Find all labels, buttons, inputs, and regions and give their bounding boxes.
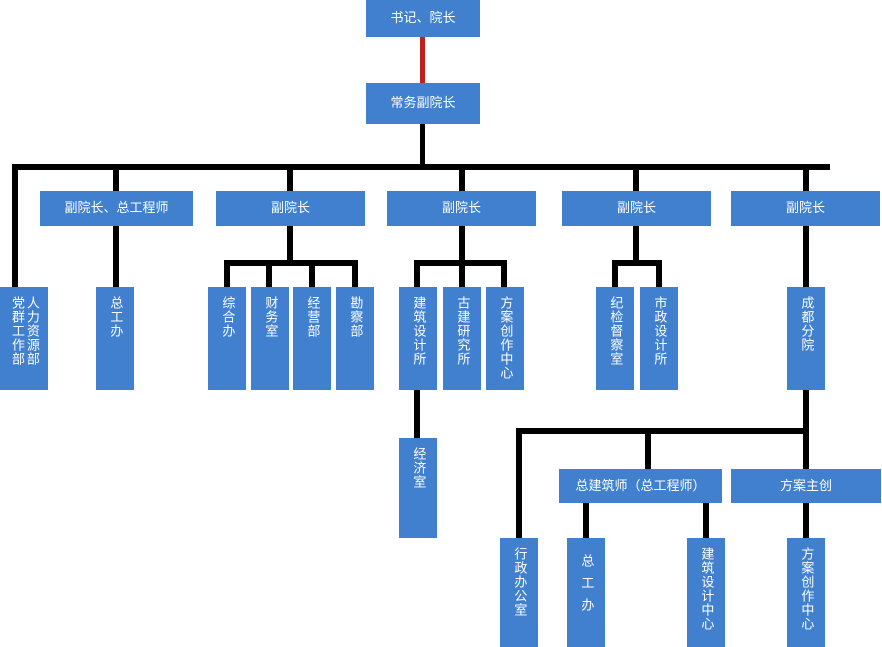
node-arch-design-institute-label: 建筑设计所 bbox=[411, 296, 427, 366]
node-general-office[interactable]: 综合办 bbox=[208, 287, 246, 390]
connector-bus-to-vp-chief-engineer bbox=[113, 164, 119, 191]
connector-vp-chief-engineer-to-chief-eng-office bbox=[113, 226, 119, 287]
connector-chengdu-drop-admin-office bbox=[516, 428, 522, 538]
connector-chengdu-drop-scheme-lead bbox=[803, 428, 809, 469]
node-discipline-inspection-label: 纪检督察室 bbox=[608, 296, 624, 366]
node-hr-party-label: 人力资源部 党群工作部 bbox=[10, 296, 40, 366]
node-finance-office-label: 财务室 bbox=[263, 296, 279, 338]
connector-vp-4-bus bbox=[612, 260, 662, 266]
connector-vp-4-drop-municipal-design-institute bbox=[656, 260, 662, 287]
connector-root-to-executive-vp bbox=[420, 37, 425, 83]
connector-bus-to-vp-2 bbox=[287, 164, 293, 191]
connector-chengdu-drop-chief-architect bbox=[645, 428, 651, 469]
connector-chief-architect-to-arch-design-center bbox=[703, 503, 709, 538]
node-finance-office[interactable]: 财务室 bbox=[251, 287, 289, 390]
node-vp-4-label: 副院长 bbox=[616, 200, 656, 216]
node-vp-3[interactable]: 副院长 bbox=[387, 191, 536, 226]
node-vp-3-label: 副院长 bbox=[441, 200, 481, 216]
node-vp-4[interactable]: 副院长 bbox=[562, 191, 711, 226]
node-root[interactable]: 书记、院长 bbox=[366, 0, 480, 37]
node-arch-design-institute[interactable]: 建筑设计所 bbox=[399, 287, 437, 390]
connector-vp-5-to-chengdu-branch bbox=[803, 226, 809, 287]
connector-vp-3-drop-scheme-creation-center bbox=[501, 260, 507, 287]
connector-bus-to-vp-5 bbox=[803, 164, 809, 191]
node-scheme-lead[interactable]: 方案主创 bbox=[731, 469, 881, 503]
node-chengdu-branch-label: 成都分院 bbox=[799, 296, 815, 352]
node-vp-chief-engineer[interactable]: 副院长、总工程师 bbox=[40, 191, 193, 226]
node-admin-office-label: 行政办公室 bbox=[512, 547, 528, 617]
node-branch-chief-eng-office-label: 总工办 bbox=[579, 554, 595, 620]
node-scheme-lead-label: 方案主创 bbox=[779, 477, 832, 493]
connector-vp-2-drop-survey-dept bbox=[352, 260, 358, 287]
node-municipal-design-institute[interactable]: 市政设计所 bbox=[640, 287, 678, 390]
node-executive-vp[interactable]: 常务副院长 bbox=[366, 83, 480, 124]
connector-scheme-lead-to-branch-scheme-center bbox=[803, 503, 809, 538]
node-root-label: 书记、院长 bbox=[390, 10, 456, 26]
node-vp-5[interactable]: 副院长 bbox=[731, 191, 880, 226]
node-ancient-arch-institute[interactable]: 古建研究所 bbox=[443, 287, 481, 390]
node-hr-party[interactable]: 人力资源部 党群工作部 bbox=[0, 287, 48, 390]
connector-bus-to-vp-4 bbox=[633, 164, 639, 191]
node-chief-architect[interactable]: 总建筑师（总工程师） bbox=[559, 469, 722, 503]
connector-bus-to-hr-party bbox=[12, 164, 18, 287]
connector-vp-4-drop-discipline-inspection bbox=[612, 260, 618, 287]
node-survey-dept-label: 勘察部 bbox=[348, 296, 364, 338]
connector-chief-architect-to-branch-chief-eng-office bbox=[583, 503, 589, 538]
node-survey-dept[interactable]: 勘察部 bbox=[336, 287, 374, 390]
connector-bus-to-vp-3 bbox=[459, 164, 465, 191]
node-chief-architect-label: 总建筑师（总工程师） bbox=[575, 477, 706, 493]
connector-chengdu-branch-stem bbox=[803, 390, 809, 434]
node-vp-chief-engineer-label: 副院长、总工程师 bbox=[64, 200, 169, 216]
connector-vp-2-stem bbox=[287, 226, 293, 265]
node-vp-2[interactable]: 副院长 bbox=[216, 191, 365, 226]
node-arch-design-center[interactable]: 建筑设计中心 bbox=[687, 538, 725, 647]
node-economics-office-label: 经济室 bbox=[411, 447, 427, 489]
node-admin-office[interactable]: 行政办公室 bbox=[500, 538, 538, 647]
node-municipal-design-institute-label: 市政设计所 bbox=[652, 296, 668, 366]
node-executive-vp-label: 常务副院长 bbox=[390, 95, 456, 111]
node-vp-2-label: 副院长 bbox=[270, 200, 310, 216]
connector-vp-2-drop-operations-dept bbox=[309, 260, 315, 287]
node-scheme-creation-center[interactable]: 方案创作中心 bbox=[486, 287, 524, 390]
connector-executive-vp-stem bbox=[420, 124, 425, 167]
node-scheme-creation-center-label: 方案创作中心 bbox=[498, 296, 514, 380]
node-branch-scheme-center-label: 方案创作中心 bbox=[799, 547, 815, 631]
connector-vp-3-drop-ancient-arch-institute bbox=[459, 260, 465, 287]
connector-vp-3-drop-arch-design-institute bbox=[414, 260, 420, 287]
node-discipline-inspection[interactable]: 纪检督察室 bbox=[596, 287, 634, 390]
connector-vp-2-drop-general-office bbox=[224, 260, 230, 287]
connector-arch-design-institute-to-economics-office bbox=[414, 390, 420, 438]
node-economics-office[interactable]: 经济室 bbox=[399, 438, 437, 538]
node-branch-scheme-center[interactable]: 方案创作中心 bbox=[787, 538, 825, 647]
node-branch-chief-eng-office[interactable]: 总工办 bbox=[567, 538, 605, 647]
node-arch-design-center-label: 建筑设计中心 bbox=[699, 547, 715, 631]
node-chief-eng-office[interactable]: 总工办 bbox=[96, 287, 134, 390]
connector-vp-3-stem bbox=[459, 226, 465, 265]
connector-vp-2-drop-finance-office bbox=[266, 260, 272, 287]
node-vp-5-label: 副院长 bbox=[785, 200, 825, 216]
connector-chengdu-branch-bus bbox=[516, 428, 809, 434]
node-chengdu-branch[interactable]: 成都分院 bbox=[787, 287, 825, 390]
connector-main-bus bbox=[12, 164, 830, 170]
node-operations-dept[interactable]: 经营部 bbox=[293, 287, 331, 390]
node-operations-dept-label: 经营部 bbox=[305, 296, 321, 338]
node-chief-eng-office-label: 总工办 bbox=[108, 296, 124, 338]
node-ancient-arch-institute-label: 古建研究所 bbox=[455, 296, 471, 366]
connector-vp-2-bus bbox=[224, 260, 358, 266]
node-general-office-label: 综合办 bbox=[220, 296, 236, 338]
connector-vp-4-stem bbox=[633, 226, 639, 265]
